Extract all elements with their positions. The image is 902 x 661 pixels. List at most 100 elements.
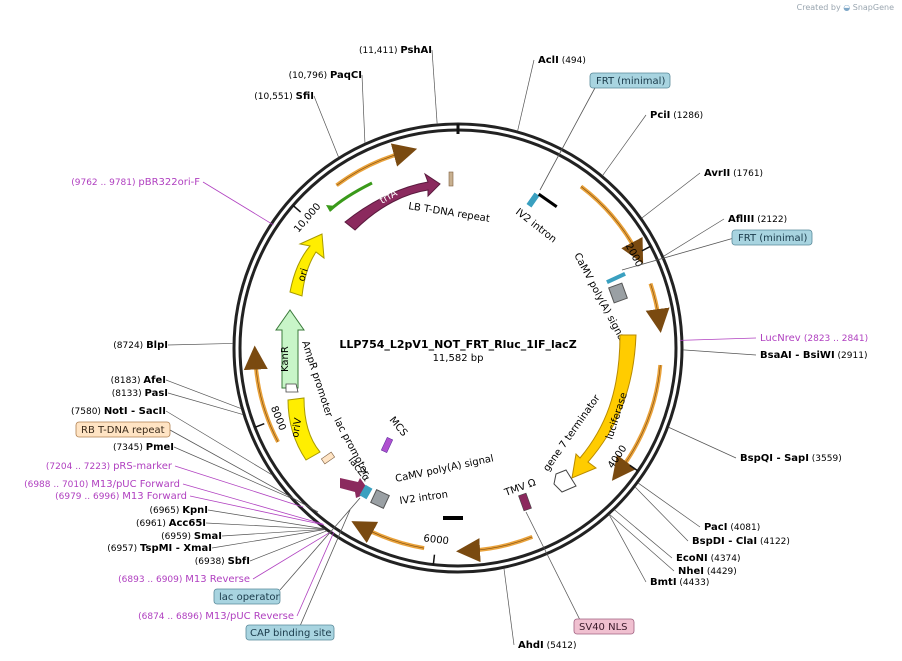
site-name-17: PmeI — [146, 442, 174, 453]
credit-brand: SnapGene — [852, 3, 894, 12]
site-leader-5 — [668, 426, 737, 459]
site-label-2: AvrII (1761) — [704, 168, 763, 179]
site-pos-21: (8724) — [113, 341, 146, 351]
orange-arc-edge-1 — [580, 186, 638, 254]
snapgene-credit: Created by ◒ SnapGene — [797, 3, 894, 12]
site-name2-18: - SacII — [128, 406, 166, 417]
site-pos-9: (4429) — [704, 567, 737, 577]
site-leader-9 — [609, 514, 675, 572]
site-leader-14 — [221, 528, 325, 537]
site-pos-17: (7345) — [113, 443, 146, 453]
primer-leader-3 — [189, 495, 324, 526]
mcs-label: MCS — [387, 415, 410, 439]
site-leader-10 — [608, 514, 647, 583]
lac-operator-label: lac operator — [219, 592, 280, 603]
ori-arrow — [289, 233, 325, 297]
orange-arc-5 — [351, 521, 425, 551]
site-pos-14: (6959) — [161, 532, 194, 542]
primer-sites: LucNrev (2823 .. 2841)(7204 .. 7223) pRS… — [24, 177, 868, 622]
iv2-intron-bottom-bar — [443, 516, 463, 520]
site-name-9: NheI — [678, 566, 704, 577]
site-label-19: (8133) PasI — [112, 388, 168, 399]
restriction-sites: AclI (494)PciI (1286)AvrII (1761)AflIII … — [71, 45, 867, 651]
sv40-nls: SV40 NLS — [525, 511, 635, 635]
site-pos-5: (3559) — [809, 454, 842, 464]
site-label-17: (7345) PmeI — [113, 442, 174, 453]
tick-label-10000: 10,000 — [292, 201, 323, 235]
frt-minimal-right: FRT (minimal) — [621, 229, 813, 271]
cap-binding-site-label: CAP binding site — [250, 628, 332, 639]
site-leader-8 — [614, 509, 673, 559]
orange-arc-edge-6 — [254, 357, 279, 443]
gene7-terminator-label: gene 7 terminator — [541, 392, 603, 473]
site-pos-22: (10,551) — [254, 92, 295, 102]
site-name-13: TspMI — [140, 543, 172, 554]
iv2-intron-bottom-label: IV2 intron — [399, 489, 449, 507]
camv-polya-bottom-label: CaMV poly(A) signal — [394, 453, 494, 485]
rb-tdna-repeat-label: RB T-DNA repeat — [81, 425, 165, 436]
iv2-intron-top-label: IV2 intron — [513, 207, 558, 246]
primer-label-2: (6988 .. 7010) M13/pUC Forward — [24, 479, 180, 490]
site-name-21: BlpI — [146, 340, 168, 351]
orange-arc-6 — [243, 345, 280, 443]
site-pos-19: (8133) — [112, 389, 145, 399]
luciferase-arrow — [571, 334, 637, 479]
credit-prefix: Created by — [796, 3, 841, 12]
tick-mark-2000 — [641, 245, 652, 252]
iv2-intron-top-bar — [537, 192, 558, 208]
site-label-16: (6965) KpnI — [149, 505, 208, 516]
site-label-1: PciI (1286) — [650, 110, 703, 121]
primer-name-3: M13 Forward — [122, 491, 187, 502]
primer-range-2: (6988 .. 7010) — [24, 480, 91, 490]
site-name-14: SmaI — [194, 531, 222, 542]
primer-label-1: (7204 .. 7223) pRS-marker — [46, 461, 173, 472]
site-name-16: KpnI — [182, 505, 208, 516]
tick-mark-4000 — [629, 464, 639, 472]
site-name2-13: - XmaI — [172, 543, 212, 554]
primer-label-4: (6893 .. 6909) M13 Reverse — [118, 574, 250, 585]
primer-range-1: (7204 .. 7223) — [46, 462, 113, 472]
site-leader-6 — [637, 482, 701, 528]
site-name-20: AfeI — [143, 375, 166, 386]
tick-label-2000: 2000 — [623, 241, 645, 269]
orange-arc-edge-2 — [650, 283, 660, 322]
oriv-label: oriV — [290, 417, 304, 439]
camv-polya-right-box — [608, 282, 628, 304]
primer-name-4: M13 Reverse — [185, 574, 250, 585]
site-leader-19 — [167, 392, 244, 415]
site-name-24: PshAI — [400, 45, 432, 56]
site-pos-24: (11,411) — [359, 46, 400, 56]
site-name-5: BspQI — [740, 453, 773, 464]
site-name2-4: - BsiWI — [792, 350, 835, 361]
lb-repeat-label: LB T-DNA repeat — [408, 201, 491, 225]
orange-arc-0 — [335, 143, 418, 187]
site-leader-18 — [165, 410, 273, 476]
site-leader-15 — [205, 522, 325, 530]
cap-binding-site: CAP binding site — [245, 509, 351, 641]
site-pos-15: (6961) — [136, 519, 169, 529]
site-pos-0: (494) — [559, 56, 586, 66]
green-arrow-head — [326, 205, 336, 212]
site-label-6: PacI (4081) — [704, 522, 760, 533]
site-name-4: BsaAI — [760, 350, 792, 361]
lac-operator-marker — [359, 484, 373, 500]
site-pos-13: (6957) — [107, 544, 140, 554]
primer-label-5: (6874 .. 6896) M13/pUC Reverse — [138, 611, 294, 622]
primer-leader-6 — [202, 181, 274, 226]
site-label-21: (8724) BlpI — [113, 340, 168, 351]
orange-arc-2 — [645, 282, 670, 333]
tick-mark-6000 — [432, 554, 436, 565]
site-label-7: BspDI - ClaI (4122) — [692, 536, 790, 547]
site-name-11: AhdI — [518, 640, 544, 651]
site-label-9: NheI (4429) — [678, 566, 737, 577]
site-name-19: PasI — [145, 388, 168, 399]
site-leader-24 — [431, 49, 438, 124]
ori-label: ori — [296, 267, 310, 283]
site-name-2: AvrII — [704, 168, 730, 179]
lac-promoter-label: lac promoter — [331, 416, 371, 478]
site-name-10: BmtI — [650, 577, 677, 588]
site-label-14: (6959) SmaI — [161, 531, 222, 542]
site-label-22: (10,551) SfiI — [254, 91, 314, 102]
sv40-nls-label: SV40 NLS — [579, 622, 628, 633]
site-label-11: AhdI (5412) — [518, 640, 577, 651]
